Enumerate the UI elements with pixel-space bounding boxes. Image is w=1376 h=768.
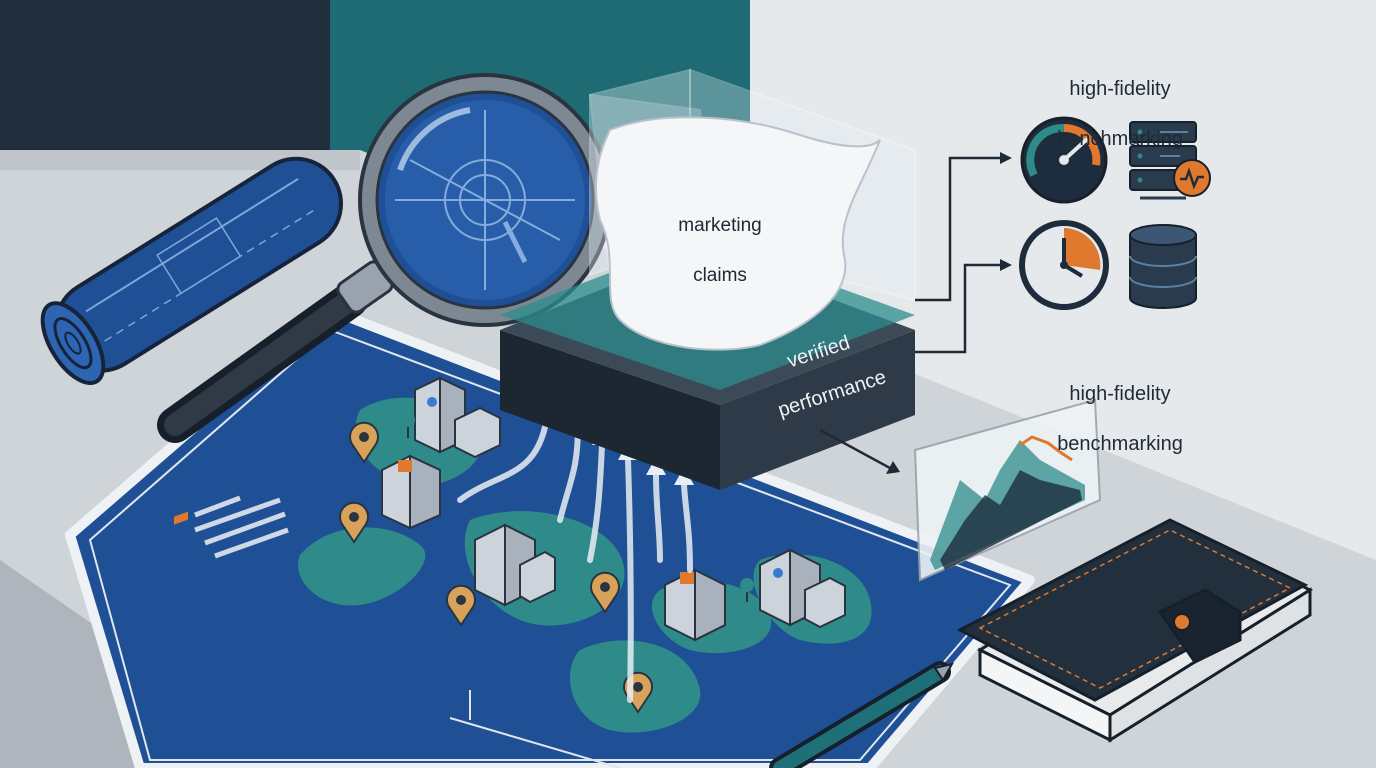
clock-icon [1019,220,1109,310]
pen-icon [769,661,954,768]
benchmarking-caption-top: high-fidelity benchmarking [1010,52,1230,177]
marketing-claims-line-2: claims [693,265,747,286]
building-icon [414,376,501,459]
marketing-claims-label: marketing claims [630,188,810,313]
building-icon [474,523,556,607]
server-rack-icon [1129,121,1211,200]
notebook-icon [956,518,1314,743]
map-pin-icon [590,571,620,614]
map-legend [174,495,289,559]
benchmarking-bottom-line-1: high-fidelity [1069,383,1171,405]
building-icon [759,548,846,629]
benchmarking-top-line-1: high-fidelity [1069,78,1171,100]
map-pin-icon [446,584,476,627]
benchmarking-bottom-line-2: benchmarking [1057,433,1183,455]
building-icon [664,568,726,642]
map-pin-icon [349,421,379,464]
marketing-claims-line-1: marketing [678,215,762,236]
speedometer-icon [1020,116,1108,204]
building-icon [381,454,441,530]
database-icon [1129,224,1197,309]
map-pin-icon [339,501,369,544]
benchmarking-caption-bottom: high-fidelity benchmarking [1010,357,1230,482]
benchmarking-top-line-2: benchmarking [1057,128,1183,150]
line-chart-icon [913,398,1102,582]
